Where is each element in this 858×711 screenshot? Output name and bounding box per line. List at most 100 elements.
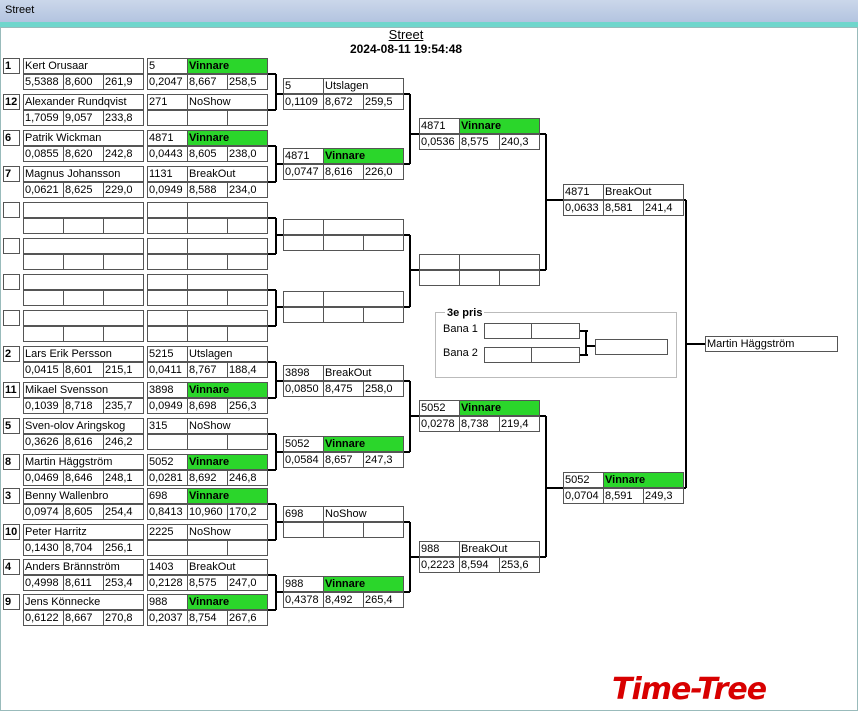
reaction-time: 0,2223: [419, 557, 460, 573]
entrant-name[interactable]: Benny Wallenbro: [23, 488, 144, 504]
car-number[interactable]: [147, 310, 188, 326]
speed: 188,4: [227, 362, 268, 378]
car-number[interactable]: [283, 219, 324, 235]
elapsed-time: [187, 434, 228, 450]
result-status[interactable]: Vinnare: [323, 148, 404, 164]
result-status[interactable]: [323, 219, 404, 235]
result-status[interactable]: Vinnare: [603, 472, 684, 488]
result-status[interactable]: [187, 274, 268, 290]
elapsed-time: [63, 218, 104, 234]
third-lane2-status[interactable]: [531, 347, 580, 363]
car-number[interactable]: 3898: [283, 365, 324, 381]
third-lane1-num[interactable]: [484, 323, 532, 339]
car-number[interactable]: 698: [283, 506, 324, 522]
champion-box[interactable]: Martin Häggström: [705, 336, 838, 352]
result-status[interactable]: [187, 310, 268, 326]
car-number[interactable]: 5052: [563, 472, 604, 488]
result-status[interactable]: BreakOut: [603, 184, 684, 200]
reaction-time: 0,0855: [23, 146, 64, 162]
result-status[interactable]: NoShow: [187, 524, 268, 540]
elapsed-time: 8,594: [459, 557, 500, 573]
result-status[interactable]: Vinnare: [187, 130, 268, 146]
entrant-name[interactable]: Mikael Svensson: [23, 382, 144, 398]
car-number[interactable]: 5: [147, 58, 188, 74]
result-status[interactable]: BreakOut: [187, 166, 268, 182]
car-number[interactable]: 698: [147, 488, 188, 504]
entrant-name[interactable]: Lars Erik Persson: [23, 346, 144, 362]
result-status[interactable]: [187, 202, 268, 218]
car-number[interactable]: 1131: [147, 166, 188, 182]
third-lane1-status[interactable]: [531, 323, 580, 339]
result-status[interactable]: Utslagen: [187, 346, 268, 362]
result-status[interactable]: BreakOut: [459, 541, 540, 557]
speed: 267,6: [227, 610, 268, 626]
car-number[interactable]: 5052: [147, 454, 188, 470]
speed: 170,2: [227, 504, 268, 520]
result-status[interactable]: NoShow: [323, 506, 404, 522]
seed-number: 6: [3, 130, 20, 146]
car-number[interactable]: [283, 291, 324, 307]
entrant-name[interactable]: Magnus Johansson: [23, 166, 144, 182]
entrant-name[interactable]: Alexander Rundqvist: [23, 94, 144, 110]
entrant-name[interactable]: Martin Häggström: [23, 454, 144, 470]
result-status[interactable]: Vinnare: [459, 118, 540, 134]
entrant-name[interactable]: [23, 310, 144, 326]
result-status[interactable]: [459, 254, 540, 270]
result-status[interactable]: NoShow: [187, 94, 268, 110]
car-number[interactable]: 315: [147, 418, 188, 434]
speed: 238,0: [227, 146, 268, 162]
car-number[interactable]: 2225: [147, 524, 188, 540]
elapsed-time: 8,591: [603, 488, 644, 504]
car-number[interactable]: 988: [283, 576, 324, 592]
result-status[interactable]: Vinnare: [323, 436, 404, 452]
car-number[interactable]: 4871: [563, 184, 604, 200]
result-status[interactable]: Vinnare: [459, 400, 540, 416]
result-status[interactable]: Vinnare: [187, 594, 268, 610]
car-number[interactable]: 4871: [147, 130, 188, 146]
result-status[interactable]: Vinnare: [323, 576, 404, 592]
entrant-name[interactable]: Jens Könnecke: [23, 594, 144, 610]
result-status[interactable]: Vinnare: [187, 454, 268, 470]
result-status[interactable]: [187, 238, 268, 254]
result-status[interactable]: [323, 291, 404, 307]
entrant-name[interactable]: Patrik Wickman: [23, 130, 144, 146]
car-number[interactable]: 4871: [419, 118, 460, 134]
elapsed-time: 8,698: [187, 398, 228, 414]
car-number[interactable]: 988: [147, 594, 188, 610]
result-status[interactable]: Utslagen: [323, 78, 404, 94]
car-number[interactable]: [147, 202, 188, 218]
speed: 265,4: [363, 592, 404, 608]
reaction-time: 0,0415: [23, 362, 64, 378]
result-status[interactable]: Vinnare: [187, 382, 268, 398]
speed: [103, 290, 144, 306]
lane1-label: Bana 1: [443, 323, 478, 335]
car-number[interactable]: 4871: [283, 148, 324, 164]
car-number[interactable]: [147, 238, 188, 254]
reaction-time: 0,0850: [283, 381, 324, 397]
car-number[interactable]: 5052: [419, 400, 460, 416]
entrant-name[interactable]: [23, 274, 144, 290]
car-number[interactable]: [147, 274, 188, 290]
third-place-result[interactable]: [595, 339, 668, 355]
car-number[interactable]: 3898: [147, 382, 188, 398]
third-lane2-num[interactable]: [484, 347, 532, 363]
car-number[interactable]: 5052: [283, 436, 324, 452]
result-status[interactable]: BreakOut: [323, 365, 404, 381]
elapsed-time: 8,575: [459, 134, 500, 150]
result-status[interactable]: BreakOut: [187, 559, 268, 575]
entrant-name[interactable]: Peter Harritz: [23, 524, 144, 540]
result-status[interactable]: NoShow: [187, 418, 268, 434]
entrant-name[interactable]: Anders Brännström: [23, 559, 144, 575]
entrant-name[interactable]: [23, 238, 144, 254]
car-number[interactable]: 5: [283, 78, 324, 94]
car-number[interactable]: 5215: [147, 346, 188, 362]
result-status[interactable]: Vinnare: [187, 58, 268, 74]
entrant-name[interactable]: Sven-olov Aringskog: [23, 418, 144, 434]
result-status[interactable]: Vinnare: [187, 488, 268, 504]
car-number[interactable]: 1403: [147, 559, 188, 575]
car-number[interactable]: 988: [419, 541, 460, 557]
entrant-name[interactable]: [23, 202, 144, 218]
entrant-name[interactable]: Kert Orusaar: [23, 58, 144, 74]
car-number[interactable]: [419, 254, 460, 270]
car-number[interactable]: 271: [147, 94, 188, 110]
